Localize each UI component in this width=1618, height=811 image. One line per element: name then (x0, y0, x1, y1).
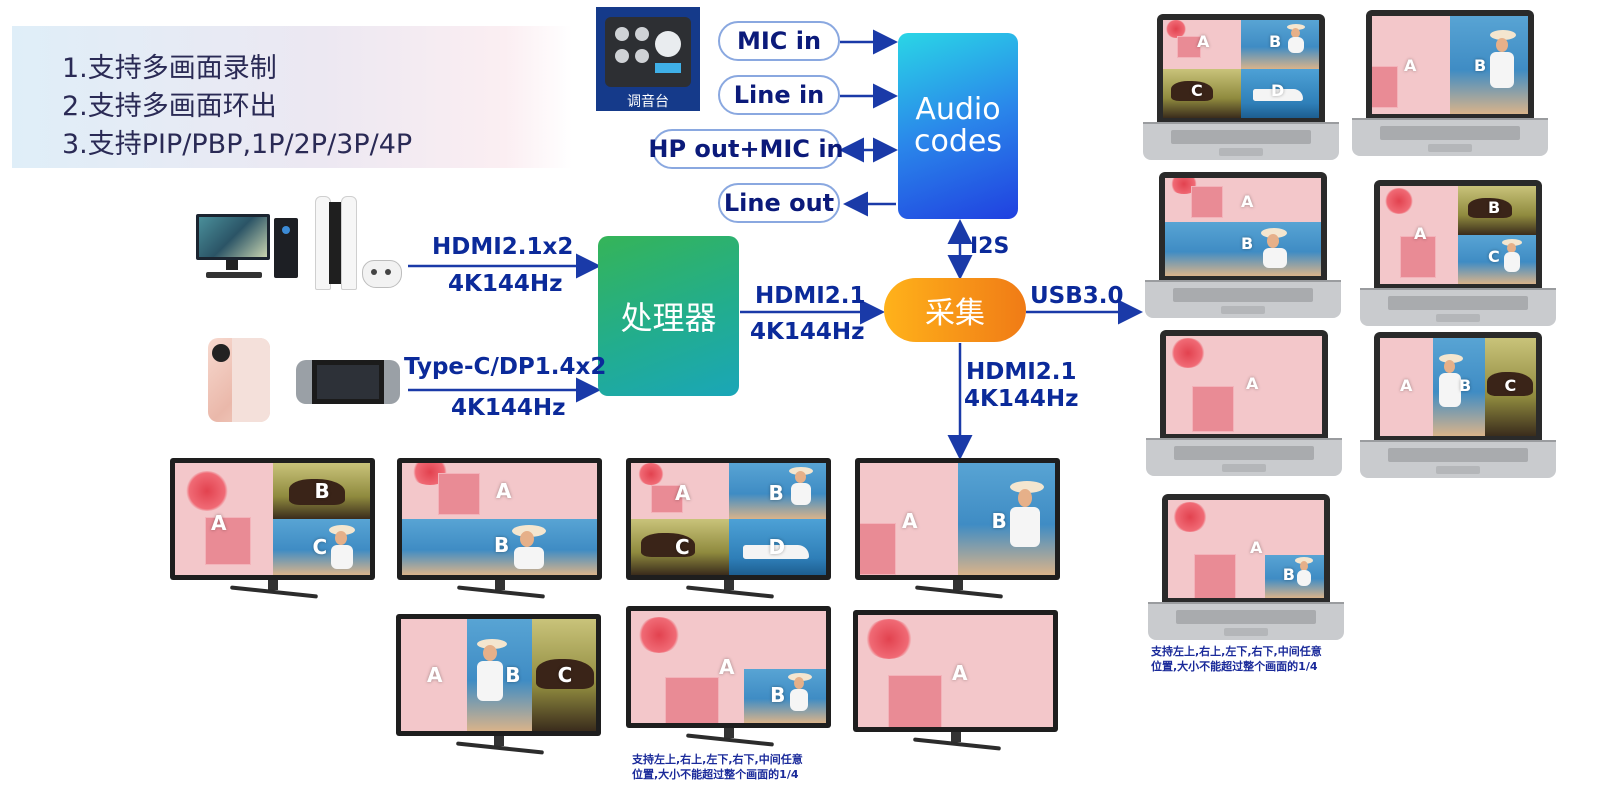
gamepad-icon (362, 260, 402, 288)
pane-a: A (1163, 20, 1241, 69)
mixer-device: 调音台 (596, 7, 700, 111)
pane-a: A (1165, 178, 1321, 223)
pane-a: A (402, 463, 597, 519)
monitor-4p-layout: A B C D (626, 458, 831, 599)
pane-a: A (631, 463, 729, 519)
laptop-2p-vertical-layout: A B (1145, 172, 1341, 318)
pane-d: D (728, 519, 826, 575)
laptop-3p-layout: A B C (1360, 180, 1556, 326)
audio-port-line-out: Line out (718, 183, 840, 223)
laptop-3p-vertical-layout: A B C (1360, 332, 1556, 478)
monitor-pip-layout: A B (626, 606, 831, 747)
capture-node: 采集 (884, 278, 1026, 342)
input1-label: HDMI2.1x2 (432, 234, 574, 260)
audio-port-mic-in: MIC in (718, 21, 840, 61)
feature-panel: 1.支持多画面录制 2.支持多画面环出 3.支持PIP/PBP,1P/2P/3P… (12, 26, 572, 168)
laptop-1p-layout: A (1146, 330, 1342, 476)
monitor-2p-horizontal-layout: A B (855, 458, 1060, 599)
monitor-3p-layout: A B C (170, 458, 375, 599)
i2s-label: I2S (970, 234, 1010, 259)
input2-label: Type-C/DP1.4x2 (404, 354, 607, 380)
pip-note-laptop-line2: 位置,大小不能超过整个画面的1/4 (1151, 660, 1318, 673)
pane-b: B (272, 463, 370, 519)
audio-port-hp-out-mic-in: HP out+MIC in (648, 129, 844, 169)
pane-a: A (1380, 186, 1458, 284)
pane-b: B (402, 519, 597, 575)
pane-c: C (531, 619, 596, 731)
proc-cap-label: HDMI2.1 (755, 283, 866, 309)
pc-tower-icon (274, 218, 298, 278)
feature-item: 1.支持多画面录制 (62, 53, 277, 84)
pane-a: A (858, 615, 1053, 727)
feature-item: 3.支持PIP/PBP,1P/2P/3P/4P (62, 129, 413, 160)
laptop-4p-layout: A B C D (1143, 14, 1339, 160)
handheld-console-icon (296, 360, 400, 404)
pane-d: D (1241, 69, 1319, 118)
pane-b: B (1241, 20, 1319, 69)
pane-b: B (744, 669, 826, 723)
pane-c: C (1163, 69, 1241, 118)
smartphone-icon (208, 338, 270, 422)
pane-a: A (860, 463, 958, 575)
pane-b: B (1165, 222, 1321, 276)
loop-speed: 4K144Hz (964, 386, 1079, 412)
monitor-1p-layout: A (853, 610, 1058, 751)
pane-b: B (1450, 16, 1528, 114)
pane-a: A (1166, 336, 1322, 434)
mixer-label: 调音台 (627, 94, 669, 110)
audio-port-line-in: Line in (718, 75, 840, 115)
proc-cap-speed: 4K144Hz (750, 319, 865, 345)
monitor-2p-vertical-layout: A B (397, 458, 602, 599)
pane-b: B (1264, 554, 1324, 598)
usb-label: USB3.0 (1030, 283, 1124, 309)
audio-codec-node: Audio codes (898, 33, 1018, 219)
pane-a: A (175, 463, 273, 575)
laptop-pip-layout: A B (1148, 494, 1344, 640)
pane-a: A (1380, 338, 1434, 436)
loop-label: HDMI2.1 (966, 359, 1077, 385)
pip-note-line1: 支持左上,右上,左下,右下,中间任意 (632, 753, 803, 766)
mixer-icon (605, 17, 691, 87)
pane-a: A (401, 619, 468, 731)
input1-speed: 4K144Hz (448, 271, 563, 297)
pane-a: A (1372, 16, 1450, 114)
pane-c: C (272, 519, 370, 575)
laptop-2p-horizontal-layout: A B (1352, 10, 1548, 156)
monitor-3p-vertical-layout: A B C (396, 614, 601, 755)
pane-b: B (1433, 338, 1485, 436)
processor-node: 处理器 (598, 236, 739, 396)
desktop-pc-icon (196, 214, 272, 280)
feature-item: 2.支持多画面环出 (62, 91, 277, 122)
pane-c: C (631, 519, 729, 575)
pip-note-laptop-line1: 支持左上,右上,左下,右下,中间任意 (1151, 645, 1322, 658)
pane-b: B (728, 463, 826, 519)
pane-b: B (467, 619, 532, 731)
pane-b: B (957, 463, 1055, 575)
pip-note-line2: 位置,大小不能超过整个画面的1/4 (632, 768, 799, 781)
input2-speed: 4K144Hz (451, 395, 566, 421)
pane-c: C (1484, 338, 1536, 436)
pane-c: C (1458, 235, 1536, 284)
game-console-icon (315, 196, 357, 290)
pane-b: B (1458, 186, 1536, 235)
